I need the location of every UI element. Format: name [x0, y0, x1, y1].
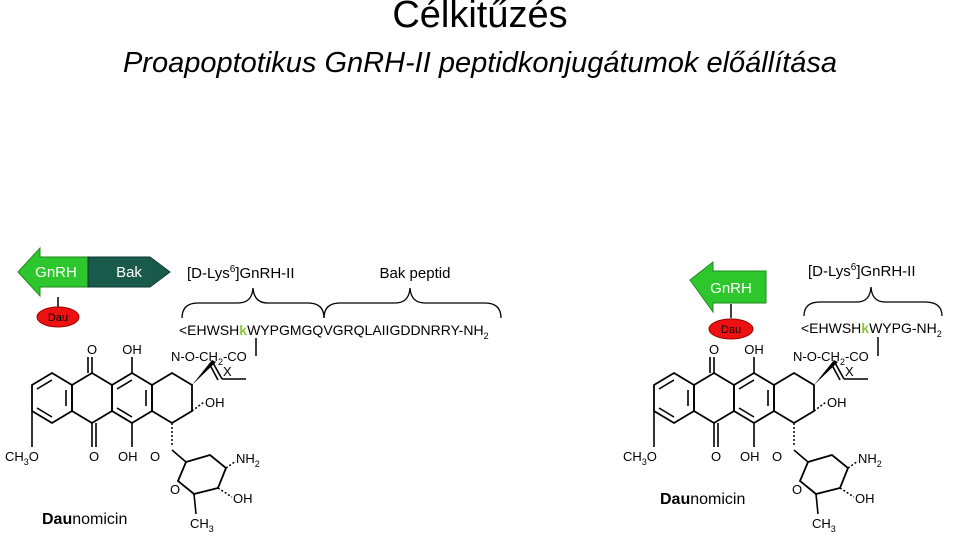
daunomicin-label-right: Daunomicin [660, 491, 745, 508]
brace-lys-left [181, 287, 325, 319]
brace-label-lys-left: [D-Lys6]GnRH-II [187, 264, 295, 282]
bak-label: Bak [116, 264, 142, 281]
ch3-right: CH3 [812, 516, 836, 534]
bak-arrow [87, 256, 171, 288]
x-label-left: X [223, 364, 232, 379]
oh-bottom-left: OH [118, 449, 138, 464]
slide-title: Célkitűzés [392, 0, 568, 36]
oh-sugar-right: OH [855, 491, 875, 506]
ch3o-left: CH3O [5, 449, 39, 467]
nh2-left: NH2 [236, 451, 260, 469]
slide-subtitle: Proapoptotikus GnRH-II peptidkonjugátumo… [122, 47, 838, 79]
daunomycin-structure-left [31, 356, 247, 515]
x-label-right: X [845, 364, 854, 379]
o-glyco-left: O [150, 449, 160, 464]
dau-label-left: Dau [48, 312, 68, 324]
sequence-right: <EHWSHkWYPG-NH2 [801, 320, 942, 339]
brace-lys-right [803, 286, 943, 317]
dau-ellipse-right [708, 318, 754, 340]
oh-bottom-right: OH [740, 449, 760, 464]
gnrh-label-right: GnRH [710, 280, 752, 297]
gnrh-arrow-right [689, 260, 767, 314]
gnrh-label-left: GnRH [35, 264, 77, 281]
o-sugar-left: O [170, 482, 180, 497]
brace-bak-left [323, 287, 502, 319]
dau-label-right: Dau [721, 324, 741, 336]
o-bottom-right: O [711, 449, 721, 464]
oh-ring-left: OH [205, 395, 225, 410]
o-top-right: O [709, 342, 719, 357]
linker-left: N-O-CH2-CO [171, 349, 247, 367]
o-glyco-right: O [772, 449, 782, 464]
oh-ring-right: OH [827, 395, 847, 410]
o-sugar-right: O [792, 482, 802, 497]
ch3-left: CH3 [190, 516, 214, 534]
linker-right: N-O-CH2-CO [793, 349, 869, 367]
nh2-right: NH2 [858, 451, 882, 469]
o-top-left: O [87, 342, 97, 357]
sequence-left: <EHWSHkWYPGMGQVGRQLAIIGDDNRRY-NH2 [179, 322, 489, 341]
oh-sugar-left: OH [233, 491, 253, 506]
brace-label-bak-peptide: Bak peptid [380, 265, 451, 282]
o-bottom-left: O [89, 449, 99, 464]
daunomicin-label-left: Daunomicin [42, 511, 127, 528]
dau-ellipse-left [36, 306, 80, 328]
brace-label-lys-right: [D-Lys6]GnRH-II [808, 262, 916, 280]
oh-top-right: OH [744, 342, 764, 357]
ch3o-right: CH3O [623, 449, 657, 467]
oh-top-left: OH [122, 342, 142, 357]
